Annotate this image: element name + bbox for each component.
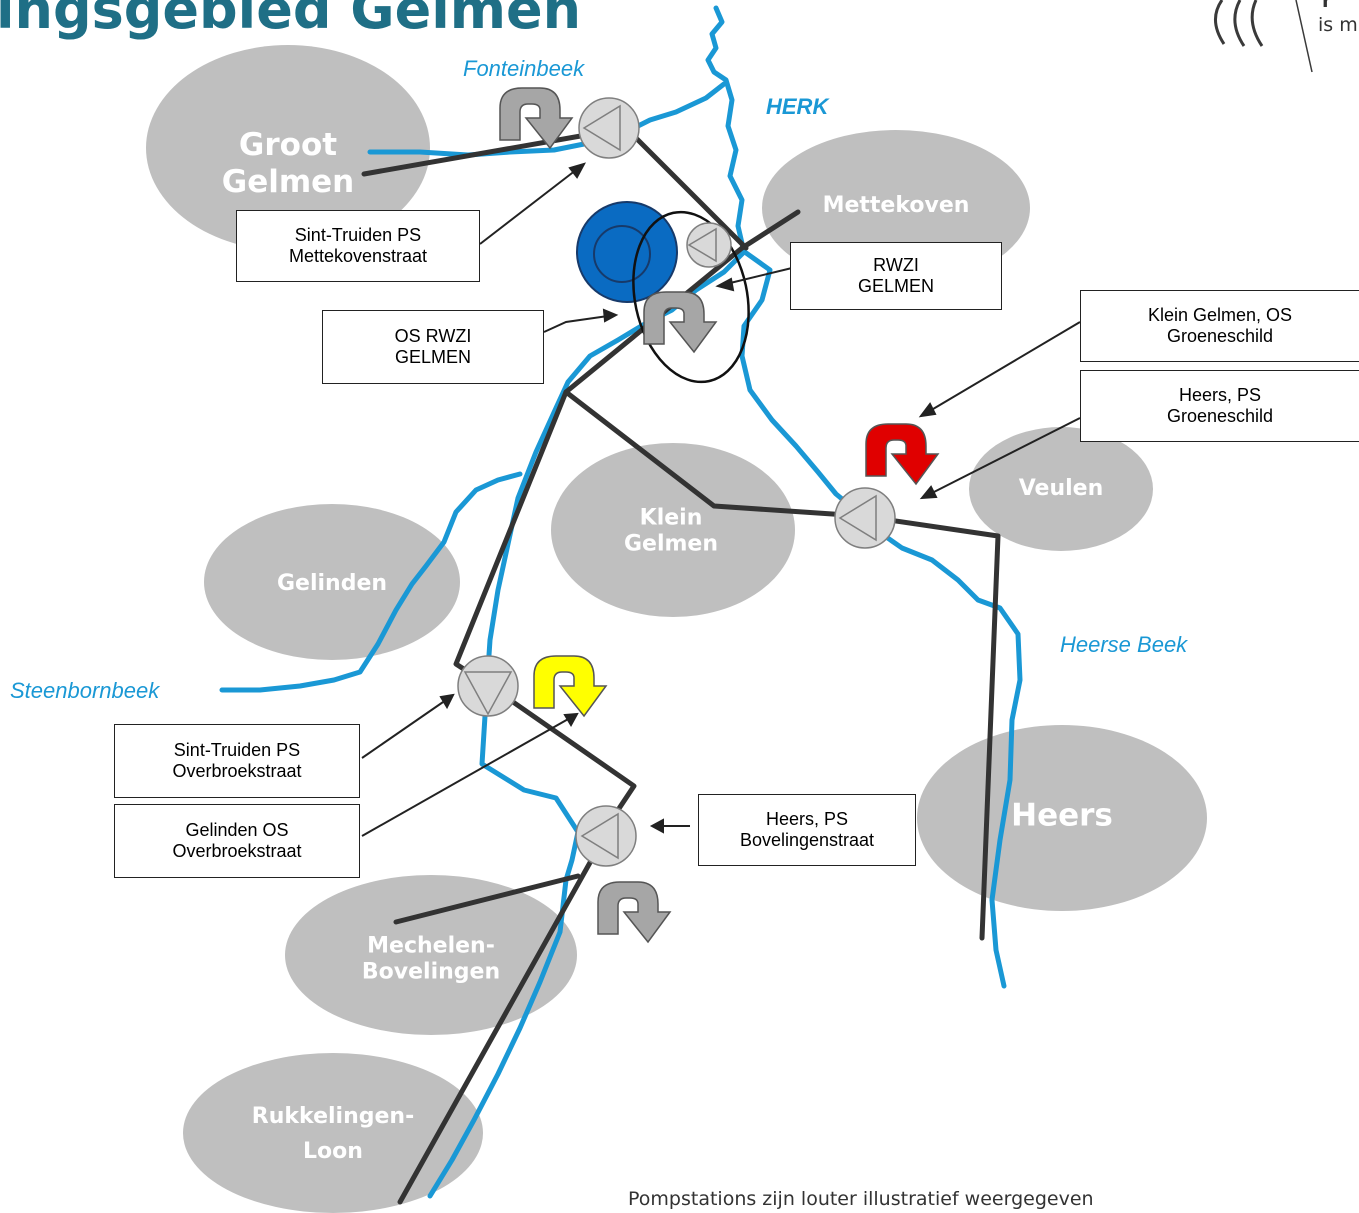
footnote: Pompstations zijn louter illustratief we… — [628, 1188, 1094, 1210]
area-veulen — [969, 427, 1153, 551]
pipe-mettekoven — [739, 209, 801, 251]
pump-icon — [834, 487, 896, 549]
area-label-mechelen-bovelingen: Mechelen-Bovelingen — [361, 933, 501, 985]
logo-text: is m — [1318, 14, 1358, 36]
pump-icon — [575, 805, 637, 867]
river-label-steenbornbeek: Steenbornbeek — [10, 678, 160, 703]
river-steenbornbeek — [219, 471, 523, 693]
pumps — [457, 97, 896, 867]
river-label-herk: HERK — [766, 94, 829, 119]
area-ellipses — [146, 45, 1207, 1213]
rotation-arrow-icon — [533, 655, 608, 718]
rotation-arrow-icon — [597, 881, 672, 944]
area-label-veulen: Veulen — [1018, 475, 1104, 501]
logo-text-top: r — [1322, 0, 1332, 12]
area-label-mettekoven: Mettekoven — [822, 192, 970, 218]
callout-lines — [361, 162, 1081, 837]
river-label-fonteinbeek: Fonteinbeek — [463, 56, 585, 81]
page-title: ingsgebied Gelmen — [0, 0, 582, 41]
area-label-rukkelingen-loon: Rukkelingen-Loon — [251, 1103, 415, 1164]
rivers — [219, 5, 1023, 1199]
area-gelinden — [204, 504, 460, 660]
pump-icon — [578, 97, 640, 159]
area-label-heers: Heers — [1011, 797, 1113, 834]
rwzi-outline — [632, 210, 750, 384]
rotation-arrows — [499, 87, 940, 944]
pipe-south — [397, 831, 609, 1205]
pump-icon — [457, 655, 519, 717]
area-mechelen-bovelingen — [285, 875, 577, 1035]
pipe-fonteinbeek-to-rwzi — [627, 129, 749, 251]
rotation-arrow-icon — [643, 291, 718, 354]
area-rukkelingen-loon — [183, 1053, 483, 1213]
rotation-arrow-icon — [865, 423, 940, 486]
river-herk — [427, 5, 747, 1199]
area-klein-gelmen — [551, 443, 795, 617]
river-label-heerse-beek: Heerse Beek — [1060, 632, 1188, 657]
rotation-arrow-icon — [499, 87, 574, 150]
area-groot-gelmen — [146, 45, 430, 251]
river-heerse-beek — [739, 247, 1023, 989]
pipe-mechelen — [393, 873, 581, 925]
area-label-gelinden: Gelinden — [276, 570, 388, 596]
flag-logo-icon — [1214, 0, 1313, 73]
pump-icon — [686, 222, 732, 268]
